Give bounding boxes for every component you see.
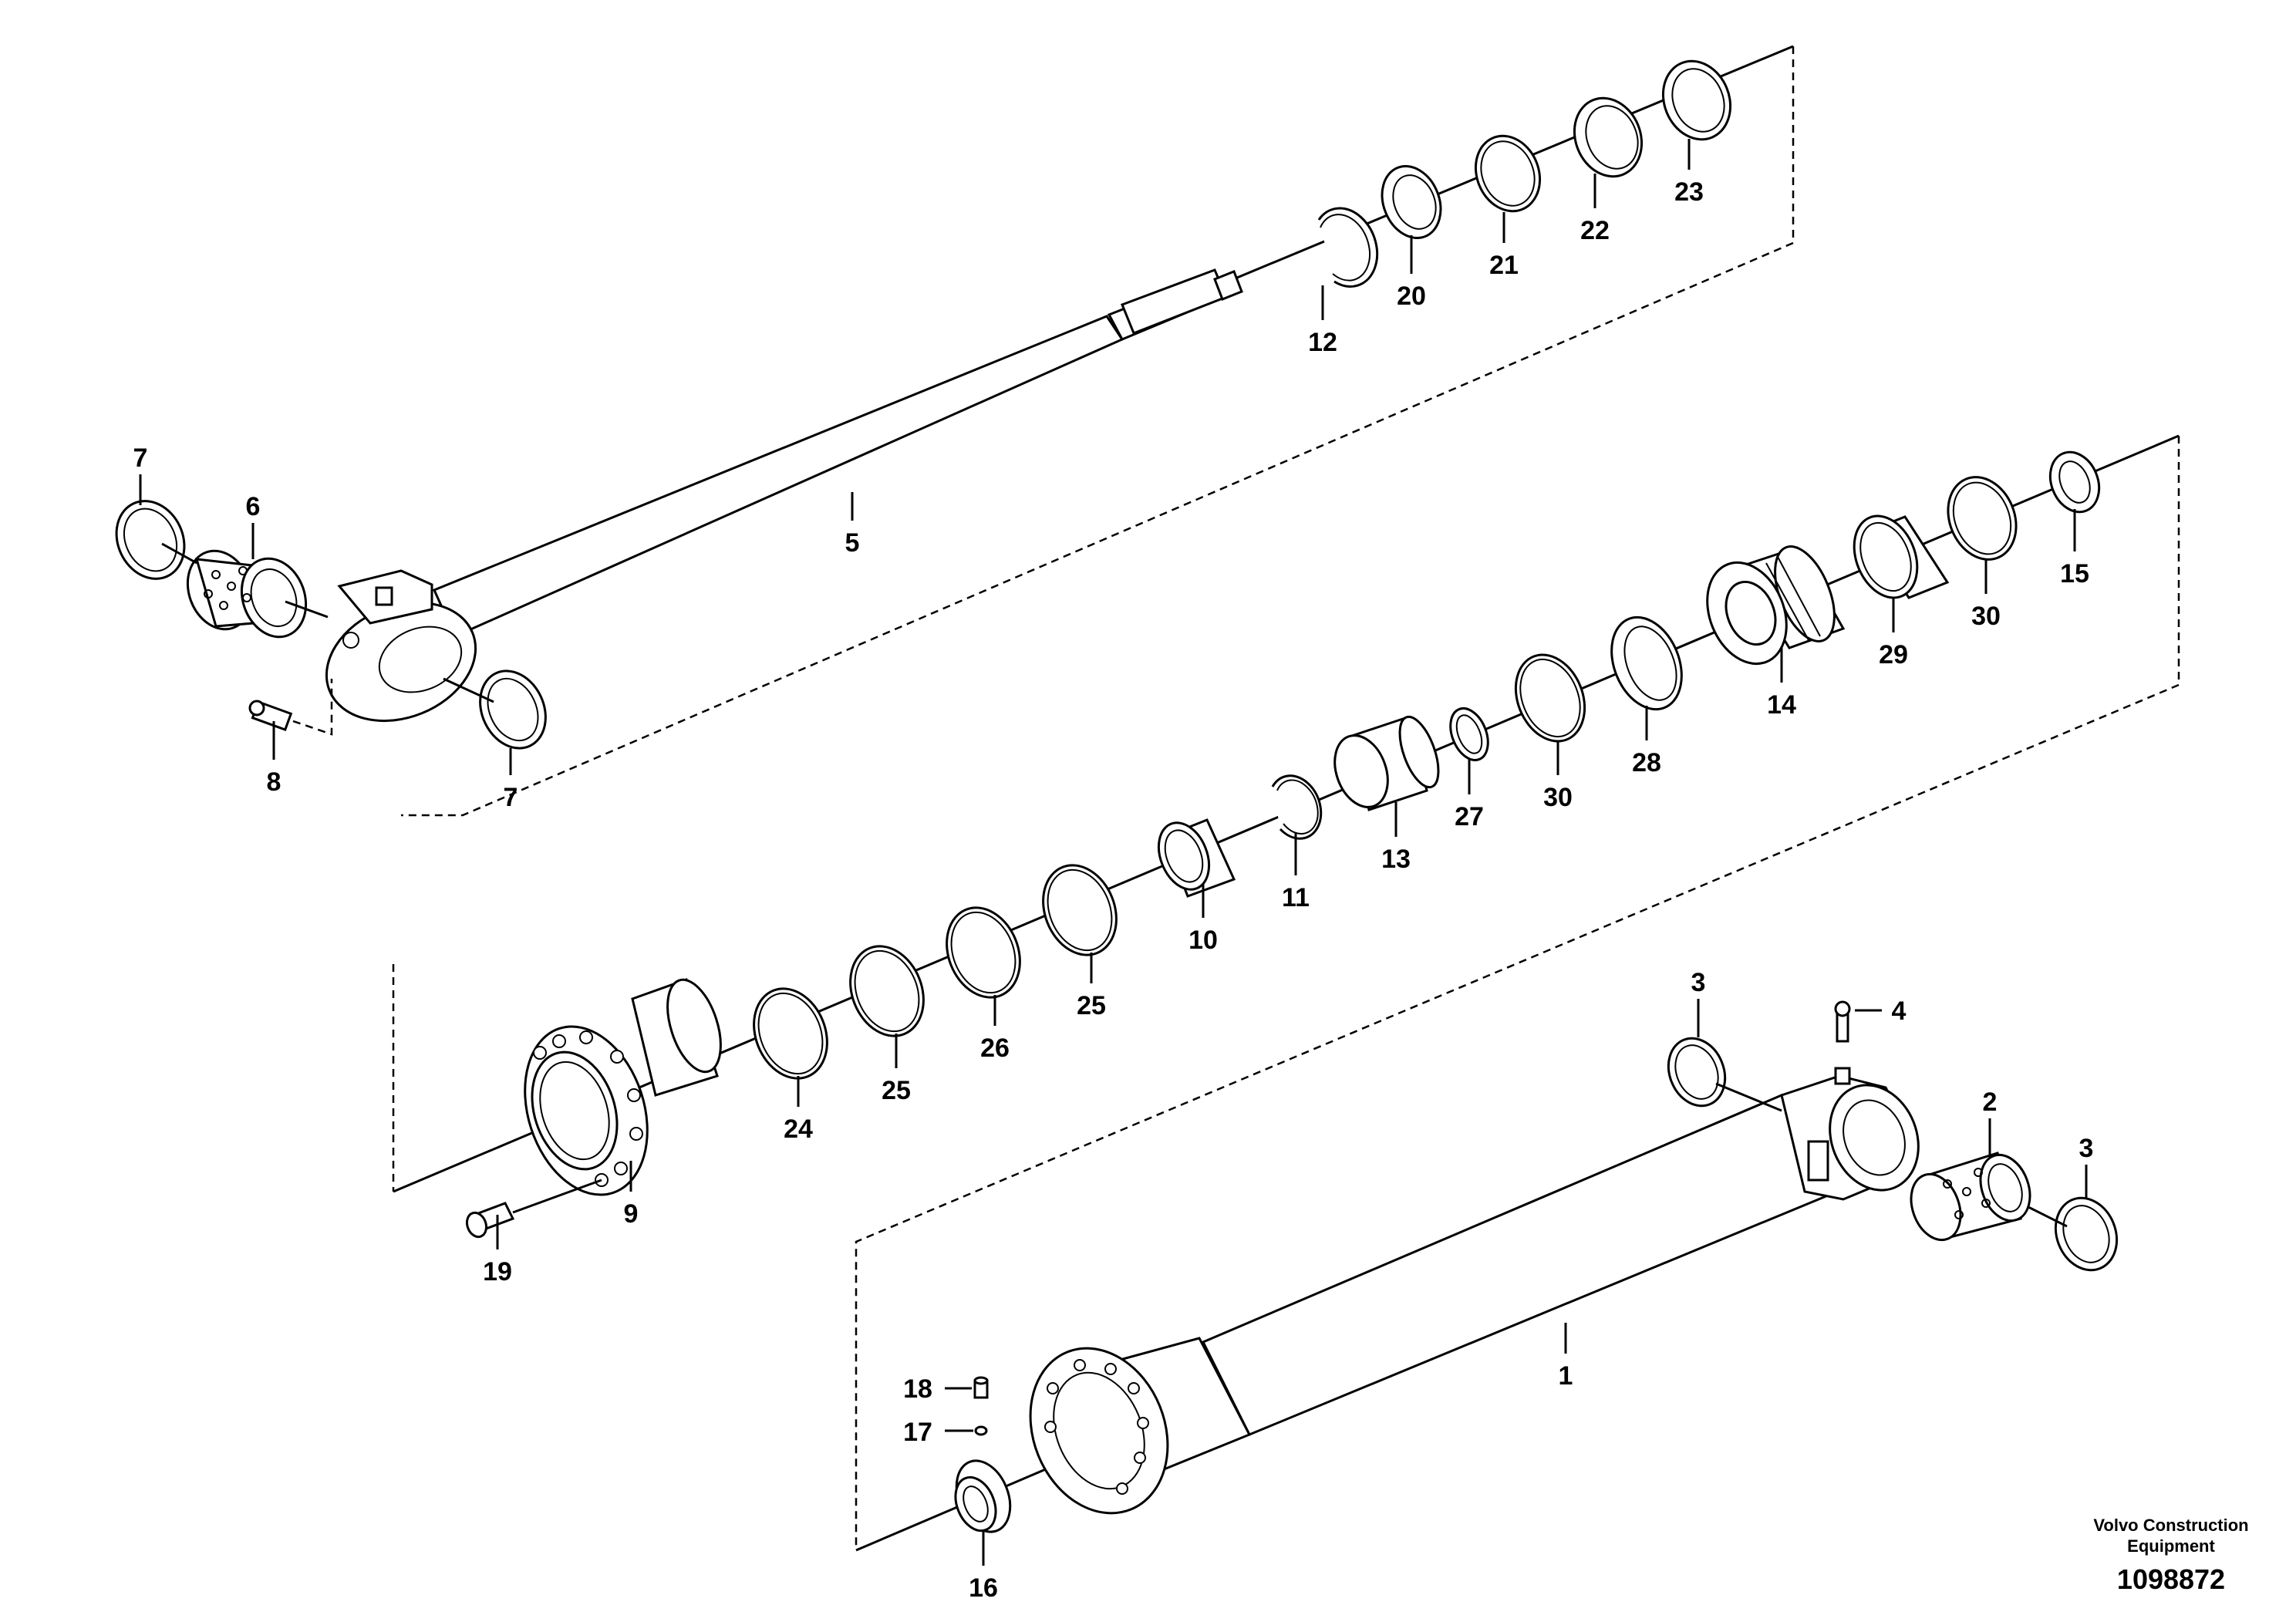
part-label-22: 22	[1580, 216, 1610, 245]
pin-18	[945, 1376, 989, 1399]
leader-lines	[139, 139, 2088, 1566]
seal-ring-28	[1610, 615, 1683, 711]
cushion-sleeve-13	[1333, 715, 1440, 811]
part-label-7-left: 7	[133, 443, 148, 473]
bolt-19	[465, 1179, 602, 1239]
snap-ring-11	[1271, 774, 1323, 840]
seal-ring-3-lower	[2020, 1196, 2119, 1272]
seal-ring-7-left	[115, 500, 197, 580]
part-label-14: 14	[1767, 690, 1796, 720]
seal-23	[1661, 59, 1732, 141]
o-ring-30-right	[1947, 476, 2018, 561]
part-label-28: 28	[1632, 748, 1661, 777]
part-label-10: 10	[1188, 926, 1218, 955]
brand-line-1: Volvo Construction	[2093, 1516, 2248, 1535]
seal-21	[1474, 134, 1542, 213]
part-label-3-upper: 3	[1691, 968, 1706, 997]
washer-15	[2048, 450, 2101, 514]
part-label-1: 1	[1559, 1361, 1573, 1391]
part-label-29: 29	[1879, 640, 1908, 669]
part-label-11: 11	[1282, 883, 1310, 912]
part-label-25-right: 25	[1077, 991, 1106, 1020]
lock-nut-16	[954, 1459, 1012, 1533]
part-label-19: 19	[483, 1257, 512, 1286]
part-label-21: 21	[1489, 251, 1519, 280]
o-ring-24	[753, 987, 828, 1080]
seal-ring-7-right	[443, 669, 547, 750]
seal-22	[1573, 96, 1644, 178]
part-label-8: 8	[267, 767, 282, 797]
part-label-12: 12	[1308, 328, 1337, 357]
assembly-frame-upper	[401, 46, 1795, 817]
part-label-27: 27	[1455, 802, 1484, 831]
part-label-6: 6	[246, 492, 261, 521]
o-ring-25-left	[849, 945, 925, 1037]
piston-14	[1706, 545, 1846, 666]
part-label-30-right: 30	[1971, 602, 2001, 631]
grease-nipple-4	[1834, 1000, 1882, 1043]
part-label-26: 26	[980, 1034, 1010, 1063]
wear-ring-29	[1853, 514, 1950, 599]
bushing-2	[1910, 1152, 2031, 1242]
o-ring-26	[946, 906, 1021, 999]
spacer-10	[1157, 818, 1236, 898]
part-label-30-left: 30	[1543, 783, 1573, 812]
brand-line-2: Equipment	[2127, 1536, 2215, 1556]
part-labels: 1 2 3 3 4 5 6 7 7 8 9 10 11 12 13 14 15 …	[133, 177, 2094, 1603]
cylinder-head-9	[524, 978, 722, 1196]
part-label-3-lower: 3	[2079, 1134, 2094, 1163]
part-label-4: 4	[1892, 996, 1907, 1026]
footer-branding: Volvo Construction Equipment 1098872	[2093, 1516, 2248, 1595]
assembly-frame-middle	[392, 436, 2180, 1192]
assembly-frame-lower	[855, 683, 2180, 1550]
part-label-25-left: 25	[882, 1076, 911, 1105]
seal-ring-3-upper	[1667, 1037, 1782, 1112]
grease-nipple-8	[248, 679, 333, 736]
part-label-18: 18	[903, 1374, 932, 1404]
part-label-2: 2	[1983, 1088, 1998, 1117]
part-label-24: 24	[784, 1114, 813, 1144]
drawing-number: 1098872	[2117, 1563, 2225, 1595]
part-label-9: 9	[624, 1199, 639, 1229]
piston-rod-assembly	[325, 45, 1794, 723]
part-label-23: 23	[1674, 177, 1704, 207]
part-label-5: 5	[845, 528, 860, 558]
cylinder-tube-1	[855, 1067, 1920, 1552]
o-ring-30-left	[1514, 653, 1586, 743]
circlip-12	[1317, 207, 1379, 288]
screw-17	[945, 1425, 988, 1436]
part-label-7-right: 7	[504, 783, 518, 812]
seal-20	[1381, 164, 1442, 240]
ring-27	[1449, 707, 1489, 761]
bushing-6	[186, 549, 329, 639]
part-label-17: 17	[903, 1418, 932, 1447]
part-label-13: 13	[1381, 845, 1411, 874]
part-label-15: 15	[2060, 559, 2089, 588]
part-label-16: 16	[969, 1573, 998, 1603]
o-ring-25-right	[1042, 864, 1118, 956]
part-label-20: 20	[1397, 282, 1426, 311]
